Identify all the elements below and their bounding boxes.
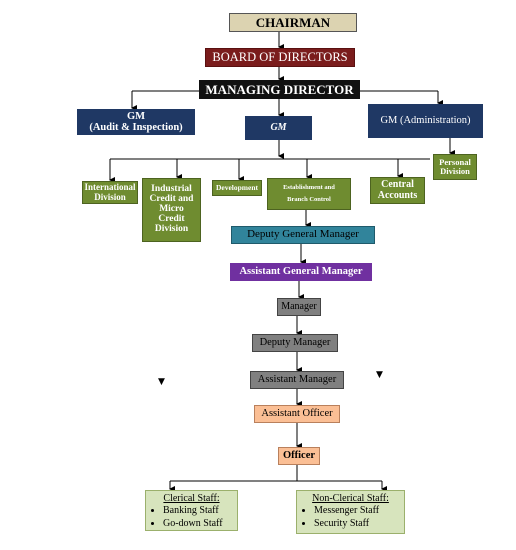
deputy-manager-box: Deputy Manager — [252, 334, 338, 352]
assistant-manager-box: Assistant Manager — [250, 371, 344, 389]
gm-audit-line1: GM — [126, 110, 146, 122]
officer-label: Officer — [282, 450, 316, 462]
manager-label: Manager — [281, 300, 317, 312]
industrial-line5: Division — [154, 223, 189, 234]
board-of-directors-box: BOARD OF DIRECTORS — [205, 48, 355, 67]
manager-box: Manager — [277, 298, 321, 316]
personal-line1: Personal — [439, 157, 471, 168]
chairman-box: CHAIRMAN — [229, 13, 357, 32]
non-clerical-title: Non-Clerical Staff: — [312, 493, 389, 504]
assistant-general-manager-box: Assistant General Manager — [230, 263, 372, 281]
establishment-line2: Branch Control — [287, 195, 331, 203]
industrial-line2: Credit and — [149, 194, 194, 205]
gm-label: GM — [270, 121, 287, 133]
international-line2: Division — [94, 191, 126, 202]
non-clerical-list: Messenger Staff Security Staff — [297, 505, 404, 529]
managing-director-box: MANAGING DIRECTOR — [199, 80, 360, 99]
chairman-label: CHAIRMAN — [255, 14, 331, 30]
assistant-manager-label: Assistant Manager — [257, 374, 337, 386]
deputy-manager-label: Deputy Manager — [259, 337, 331, 349]
stray-arrow-left: ▼ — [158, 377, 165, 387]
international-line1: International — [84, 182, 136, 193]
board-label: BOARD OF DIRECTORS — [212, 49, 348, 64]
establishment-box: Establishment and Branch Control — [267, 178, 351, 210]
stray-arrow-right: ▼ — [376, 370, 383, 380]
industrial-credit-box: Industrial Credit and Micro Credit Divis… — [142, 178, 201, 242]
international-division-box: International Division — [82, 181, 138, 204]
officer-box: Officer — [278, 447, 320, 465]
personal-line2: Division — [440, 166, 470, 176]
industrial-line3: Micro — [159, 204, 184, 215]
establishment-line1: Establishment and — [283, 183, 335, 191]
gm-audit-box: GM (Audit & Inspection) — [77, 109, 195, 135]
gm-box: GM — [245, 116, 312, 140]
clerical-staff-box: Clerical Staff: Banking Staff Go-down St… — [145, 490, 238, 531]
central-line1: Central — [381, 179, 414, 190]
gm-admin-box: GM (Administration) — [368, 104, 483, 138]
development-label: Development — [215, 183, 259, 193]
clerical-item: Banking Staff — [163, 505, 237, 516]
non-clerical-item: Security Staff — [314, 518, 404, 529]
central-line2: Accounts — [377, 189, 418, 201]
personal-division-box: Personal Division — [433, 154, 477, 180]
assistant-officer-box: Assistant Officer — [254, 405, 340, 423]
industrial-line1: Industrial — [151, 184, 192, 195]
assistant-officer-label: Assistant Officer — [261, 408, 333, 420]
deputy-general-manager-box: Deputy General Manager — [231, 226, 375, 244]
gm-audit-line2: (Audit & Inspection) — [89, 122, 183, 133]
central-accounts-box: Central Accounts — [370, 177, 425, 204]
industrial-line4: Credit — [158, 213, 185, 224]
non-clerical-staff-box: Non-Clerical Staff: Messenger Staff Secu… — [296, 490, 405, 534]
non-clerical-item: Messenger Staff — [314, 505, 404, 516]
managing-director-label: MANAGING DIRECTOR — [205, 81, 354, 97]
dgm-label: Deputy General Manager — [247, 228, 359, 241]
development-box: Development — [212, 180, 262, 196]
clerical-list: Banking Staff Go-down Staff — [146, 505, 237, 529]
agm-label: Assistant General Manager — [239, 266, 363, 278]
clerical-item: Go-down Staff — [163, 518, 237, 529]
gm-admin-label: GM (Administration) — [380, 115, 471, 127]
clerical-title: Clerical Staff: — [163, 493, 220, 504]
